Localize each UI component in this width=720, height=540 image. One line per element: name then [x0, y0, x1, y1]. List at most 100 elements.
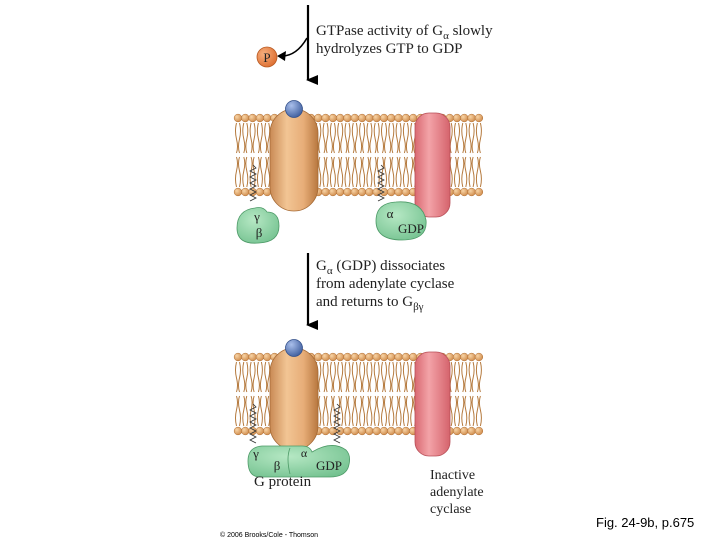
lipid-tail — [475, 395, 482, 427]
lipid-head — [474, 352, 484, 362]
lipid-tail — [351, 361, 358, 393]
lipid-tail — [475, 156, 482, 188]
lipid-tail — [249, 122, 256, 154]
lipid-head — [321, 352, 330, 362]
lipid-head — [343, 426, 352, 436]
lipid-head — [255, 113, 265, 123]
lipid-tail — [475, 122, 482, 154]
lipid-tail — [402, 156, 409, 188]
lipid-head — [467, 187, 476, 197]
step2-line3: and returns to Gβγ — [316, 294, 424, 313]
lipid-tail — [468, 361, 475, 393]
lipid-tail — [242, 156, 249, 188]
lipid-anchor-alpha — [333, 403, 341, 444]
lipid-head — [401, 352, 411, 362]
ligand-sphere — [285, 100, 303, 118]
lipid-tail — [468, 395, 475, 427]
phosphate-label: P — [263, 50, 270, 65]
lipid-tail — [264, 122, 271, 154]
lipid-head — [365, 426, 374, 436]
lipid-tail — [256, 122, 263, 154]
lipid-tail — [454, 156, 460, 188]
lipid-head — [452, 187, 462, 197]
lipid-tail — [381, 156, 387, 188]
lipid-head — [343, 113, 352, 123]
lipid-tail — [366, 122, 373, 154]
lipid-tail — [322, 361, 329, 393]
lipid-head — [321, 187, 330, 197]
lipid-tail — [337, 361, 344, 393]
copyright-text: © 2006 Brooks/Cole - Thomson — [220, 531, 318, 539]
lipid-tail — [337, 156, 344, 188]
lipid-head — [233, 352, 243, 362]
lipid-head — [401, 426, 411, 436]
lipid-tail — [351, 156, 358, 188]
lipid-head — [336, 352, 345, 362]
lipid-tail — [373, 395, 380, 427]
lipid-head — [452, 352, 462, 362]
phosphate-release-arrowhead — [277, 51, 286, 61]
lipid-tail — [395, 156, 402, 188]
lipid-tail — [235, 395, 241, 427]
lipid-head — [233, 113, 243, 123]
lipid-tail — [322, 122, 329, 154]
lipid-head — [379, 426, 389, 436]
lipid-head — [365, 187, 374, 197]
lipid-head — [321, 113, 330, 123]
step2-caption: Gα (GDP) dissociates from adenylate cycl… — [316, 258, 455, 313]
lipid-head — [255, 352, 265, 362]
lipid-tail — [359, 156, 366, 188]
gdp-label: GDP — [398, 221, 424, 236]
lipid-tail — [454, 361, 460, 393]
lipid-head — [233, 187, 243, 197]
lipid-head — [372, 426, 381, 436]
lipid-tail — [264, 395, 271, 427]
lipid-head — [350, 426, 359, 436]
lipid-tail — [235, 361, 241, 393]
lipid-head — [372, 352, 381, 362]
receptor-body — [269, 347, 319, 451]
lipid-head — [387, 426, 396, 436]
lipid-head — [460, 187, 469, 197]
lipid-tail — [402, 122, 409, 154]
lipid-head — [372, 113, 381, 123]
lipid-head — [343, 352, 352, 362]
phosphate-circle — [256, 46, 278, 68]
phosphate-group: P — [256, 46, 278, 68]
lipid-head — [401, 187, 411, 197]
lipid-head — [357, 113, 367, 123]
lipid-anchor-gamma — [249, 403, 257, 444]
lipid-head — [350, 187, 359, 197]
lipid-head — [314, 113, 323, 123]
lipid-tail — [329, 361, 336, 393]
lipid-tail — [468, 156, 475, 188]
lipid-head — [387, 187, 396, 197]
lipid-tail — [388, 156, 395, 188]
lipid-head — [357, 187, 367, 197]
lipid-head — [321, 426, 330, 436]
lipid-tail — [322, 395, 329, 427]
lipid-tail — [402, 361, 409, 393]
lipid-head — [460, 352, 469, 362]
g-protein-label: G protein — [254, 474, 312, 490]
lipid-head — [394, 113, 403, 123]
lipid-head — [241, 187, 250, 197]
gamma-label: γ — [253, 209, 260, 224]
lipid-tail — [461, 395, 468, 427]
lipid-tail — [381, 395, 387, 427]
lipid-tail — [373, 361, 380, 393]
lipid-head — [365, 113, 374, 123]
lipid-head — [474, 426, 484, 436]
lipid-tail — [366, 395, 373, 427]
lipid-tail — [242, 361, 249, 393]
lipid-tail — [359, 395, 366, 427]
cyclase-label-line1: Inactive — [430, 468, 475, 483]
lipid-tail — [395, 122, 402, 154]
lipid-head — [328, 426, 338, 436]
lipid-tail — [475, 361, 482, 393]
lipid-head — [394, 426, 403, 436]
